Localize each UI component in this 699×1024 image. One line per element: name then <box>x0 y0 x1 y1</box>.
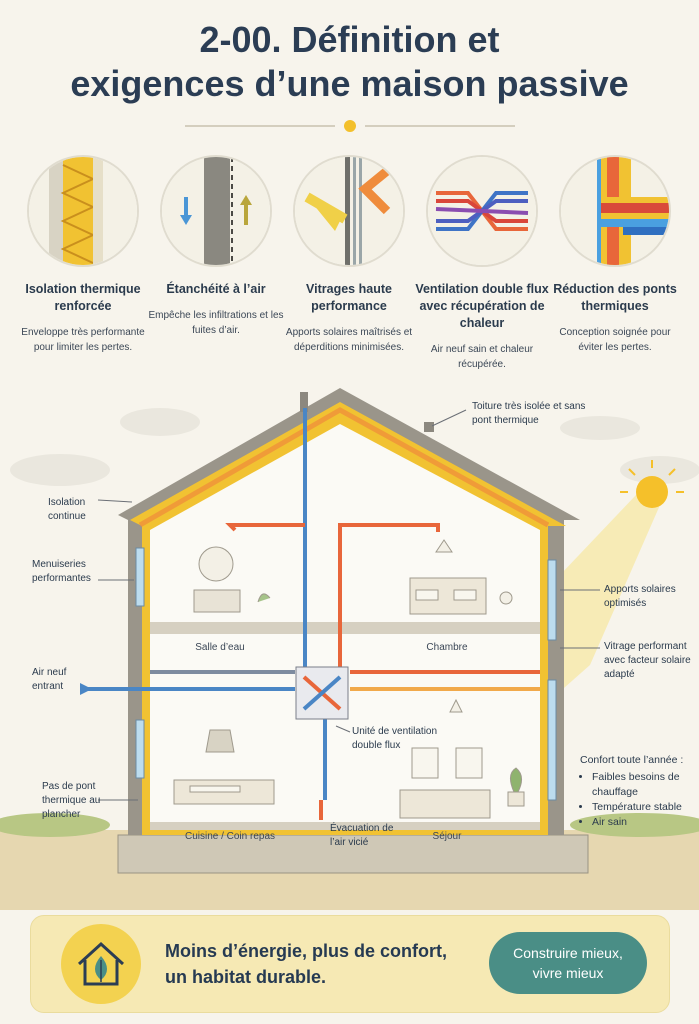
room-kitchen: Cuisine / Coin repas <box>184 831 276 842</box>
feature-description: Apports solaires maîtrisés et déperditio… <box>285 327 413 353</box>
cta-button[interactable]: Construire mieux, vivre mieux <box>489 932 647 994</box>
clouds <box>10 408 699 486</box>
kitchen-furniture <box>173 729 275 805</box>
vmc-unit <box>295 666 349 720</box>
window-right-upper <box>547 559 557 641</box>
comfort-title: Confort toute l’année : <box>580 754 684 766</box>
room-living: Séjour <box>432 831 462 842</box>
room-bathroom: Salle d’eau <box>195 642 245 653</box>
label-joinery: Menuiseries performantes <box>32 559 91 584</box>
feature-description: Conception soignée pour éviter les perte… <box>559 327 671 353</box>
feature-title: Isolation thermique renforcée <box>25 282 141 313</box>
feature-description: Empêche les infiltrations et les fuites … <box>148 310 284 336</box>
bedroom-furniture <box>409 539 513 615</box>
foundation <box>117 834 589 874</box>
floor-slab <box>150 622 540 634</box>
banner-message-line-2: un habitat durable. <box>165 967 327 987</box>
label-leaders <box>97 409 600 801</box>
window-right-lower <box>547 679 557 801</box>
label-floor-bridge: Pas de pont thermique au plancher <box>42 781 101 820</box>
thermal-bridge-icon <box>559 155 671 267</box>
feature-title: Réduction des ponts thermiques <box>553 282 677 313</box>
label-insulation: Isolation continue <box>48 497 86 522</box>
living-furniture <box>399 698 525 819</box>
feature-title: Ventilation double flux avec récupératio… <box>415 282 549 330</box>
comfort-item: Température stable <box>592 800 684 815</box>
house-cross-section <box>0 388 699 910</box>
bathroom-furniture <box>193 546 271 613</box>
comfort-item: Air sain <box>592 815 684 830</box>
comfort-panel: Confort toute l’année : Faibles besoins … <box>580 753 684 830</box>
label-exhaust: Évacuation de l’air vicié <box>330 823 394 848</box>
bottom-banner: Moins d’énergie, plus de confort, un hab… <box>30 915 670 1013</box>
title-line-1: 2-00. Définition et <box>199 19 500 60</box>
feature-ventilation: Ventilation double flux avec récupératio… <box>414 155 550 372</box>
label-vmc: Unité de ventilation double flux <box>352 726 438 751</box>
window-left-upper <box>135 547 145 607</box>
label-glazing: Vitrage performant avec facteur solaire … <box>604 641 691 680</box>
banner-message: Moins d’énergie, plus de confort, un hab… <box>165 938 447 990</box>
heat-recovery-ventilation-icon <box>426 155 538 267</box>
label-fresh-air: Air neuf entrant <box>32 667 67 692</box>
comfort-item: Faibles besoins de chauffage <box>592 770 684 800</box>
feature-glazing: Vitrages haute performance Apports solai… <box>281 155 417 355</box>
title-line-2: exigences d’une maison passive <box>70 63 629 104</box>
glazing-icon <box>293 155 405 267</box>
shrubs <box>0 813 699 837</box>
feature-insulation: Isolation thermique renforcée Enveloppe … <box>15 155 151 355</box>
feature-airtightness: Étanchéité à l’air Empêche les infiltrat… <box>148 155 284 338</box>
feature-description: Enveloppe très performante pour limiter … <box>21 327 145 353</box>
room-bedroom: Chambre <box>426 642 468 653</box>
feature-thermal-bridge: Réduction des ponts thermiques Conceptio… <box>547 155 683 355</box>
house-leaf-icon <box>61 924 141 1004</box>
page-title: 2-00. Définition et exigences d’une mais… <box>0 18 699 106</box>
label-solar: Apports solaires optimisés <box>604 584 676 609</box>
banner-message-line-1: Moins d’énergie, plus de confort, <box>165 941 448 961</box>
ventilation-ducts <box>85 408 540 820</box>
window-left-lower <box>135 719 145 779</box>
label-roof: Toiture très isolée et sans pont thermiq… <box>472 401 586 426</box>
comfort-list: Faibles besoins de chauffage Température… <box>580 770 684 830</box>
feature-title: Étanchéité à l’air <box>166 282 266 296</box>
sun-icon <box>620 460 684 508</box>
title-divider <box>185 120 515 132</box>
feature-description: Air neuf sain et chaleur récupérée. <box>430 344 534 370</box>
insulation-icon <box>27 155 139 267</box>
feature-title: Vitrages haute performance <box>306 282 392 313</box>
airtightness-icon <box>160 155 272 267</box>
